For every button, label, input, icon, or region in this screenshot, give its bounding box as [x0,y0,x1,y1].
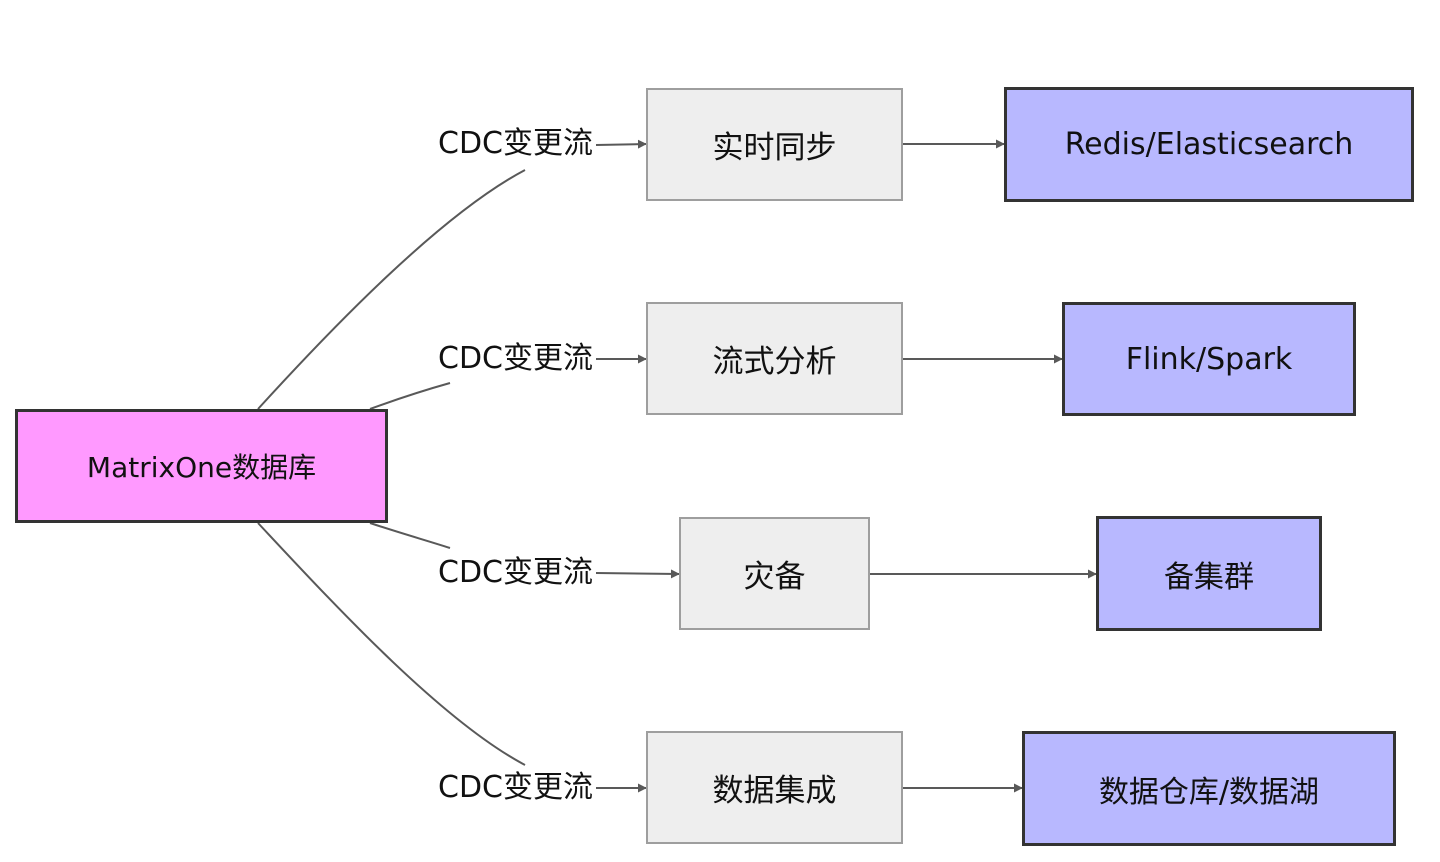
source-node-label: MatrixOne数据库 [86,451,317,484]
process-node-label: 灾备 [743,559,806,595]
target-node-redis-elasticsearch: Redis/Elasticsearch [1004,87,1414,202]
process-node-realtime-sync: 实时同步 [646,88,903,201]
edge-source-to-label-1 [257,169,526,410]
edge-label-to-process-1 [595,139,647,149]
edge-source-to-label-3 [369,522,451,549]
edge-label-cdc-1: CDC变更流 [436,126,595,162]
process-node-data-integration: 数据集成 [646,731,903,844]
target-node-label: 备集群 [1164,559,1254,595]
target-node-data-warehouse-lake: 数据仓库/数据湖 [1022,731,1396,846]
edge-label-cdc-4: CDC变更流 [436,770,595,806]
target-node-label: Flink/Spark [1125,341,1293,377]
edge-label-cdc-2: CDC变更流 [436,341,595,377]
process-node-label: 实时同步 [712,130,837,166]
edge-source-to-label-4 [257,522,526,766]
target-node-label: 数据仓库/数据湖 [1098,774,1320,810]
process-node-disaster-recovery: 灾备 [679,517,870,630]
edge-label-to-process-3 [595,569,680,579]
process-node-label: 数据集成 [712,773,837,809]
edge-source-to-label-2 [369,382,451,410]
target-node-label: Redis/Elasticsearch [1064,127,1354,162]
process-node-label: 流式分析 [712,344,837,380]
process-node-stream-analysis: 流式分析 [646,302,903,415]
target-node-standby-cluster: 备集群 [1096,516,1322,631]
source-node-matrixone: MatrixOne数据库 [15,409,388,523]
edge-label-cdc-3: CDC变更流 [436,555,595,591]
target-node-flink-spark: Flink/Spark [1062,302,1356,416]
